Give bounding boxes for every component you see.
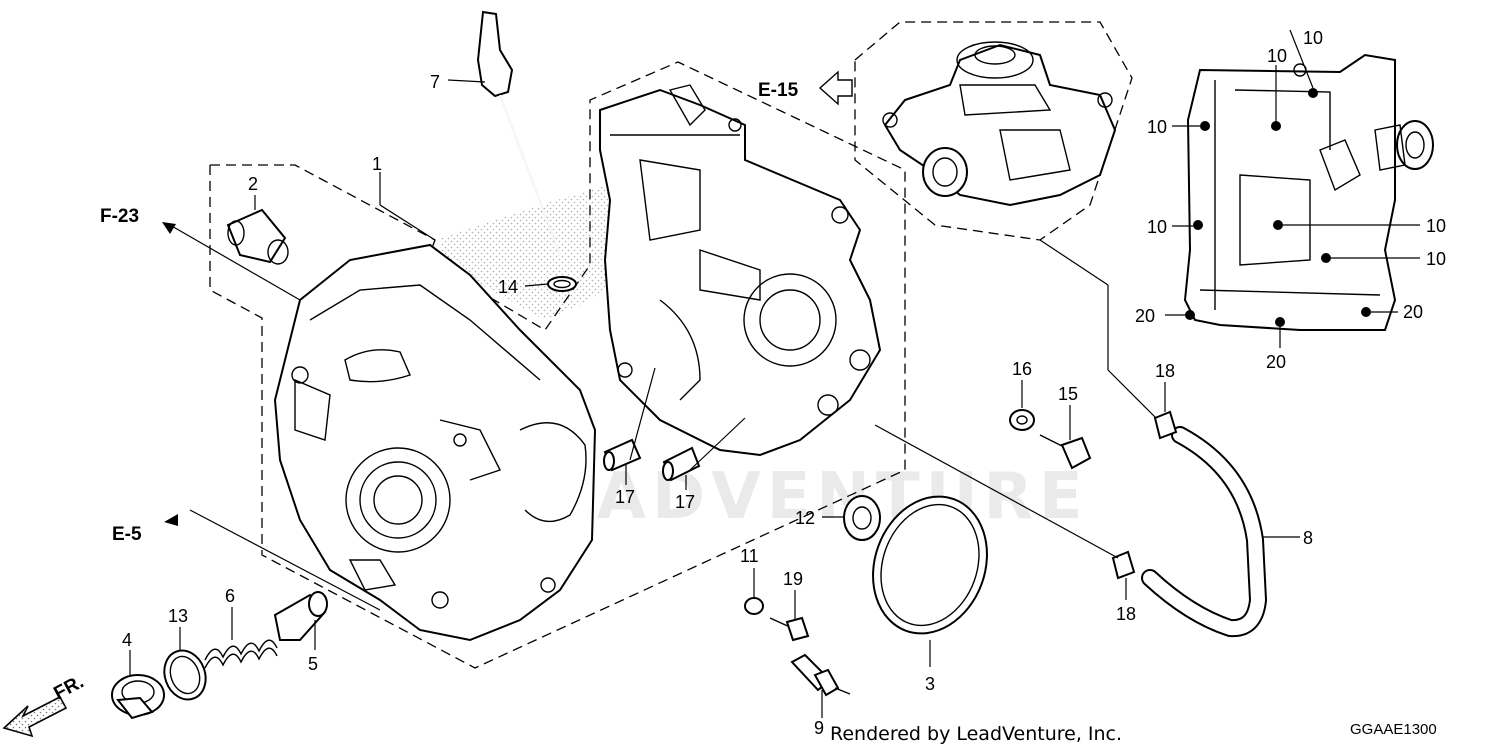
diagram-code: GGAAE1300 bbox=[1350, 721, 1437, 738]
shaded-region bbox=[440, 170, 660, 320]
callout-18-a: 18 bbox=[1155, 361, 1175, 381]
front-direction-arrow-icon bbox=[2, 695, 68, 738]
bolt-location-dots bbox=[1185, 88, 1371, 327]
callouts: 1 2 3 4 5 6 7 8 9 10 10 10 10 10 10 11 1… bbox=[122, 28, 1446, 738]
callout-11: 11 bbox=[740, 546, 759, 566]
callout-12: 12 bbox=[795, 508, 815, 528]
callout-20-c: 20 bbox=[1266, 352, 1286, 372]
callout-8: 8 bbox=[1303, 528, 1313, 548]
callout-20-b: 20 bbox=[1403, 302, 1423, 322]
part-2-sensor bbox=[226, 208, 289, 265]
part-7-dipstick bbox=[476, 10, 561, 256]
callout-6: 6 bbox=[225, 586, 235, 606]
callout-9: 9 bbox=[814, 718, 824, 738]
callout-14: 14 bbox=[498, 277, 518, 297]
callout-17-a: 17 bbox=[615, 487, 635, 507]
rendered-by-credit: Rendered by LeadVenture, Inc. bbox=[830, 723, 1122, 745]
part-11-washer bbox=[744, 597, 764, 615]
callout-10-d: 10 bbox=[1147, 217, 1167, 237]
part-17-dowel-pins bbox=[603, 438, 701, 482]
callout-10-a: 10 bbox=[1303, 28, 1323, 48]
part-5-strainer bbox=[273, 591, 328, 641]
part-18-hose-clips bbox=[1111, 410, 1178, 580]
callout-4: 4 bbox=[122, 630, 132, 650]
cylinder-head bbox=[1183, 53, 1434, 331]
f23-arrowhead bbox=[162, 222, 176, 234]
part-15-bolt bbox=[1039, 434, 1092, 470]
part-6-spring bbox=[204, 639, 278, 669]
part-8-hose bbox=[1141, 426, 1268, 638]
callout-19: 19 bbox=[783, 569, 803, 589]
part-16-washer bbox=[1009, 409, 1035, 431]
leader-lines bbox=[129, 29, 1420, 718]
callout-5: 5 bbox=[308, 654, 318, 674]
carburetor bbox=[882, 41, 1117, 207]
callout-10-b: 10 bbox=[1267, 46, 1287, 66]
callout-2: 2 bbox=[248, 174, 258, 194]
callout-13: 13 bbox=[168, 606, 188, 626]
crankcase-left-half bbox=[273, 243, 597, 642]
part-3-gasket bbox=[872, 495, 988, 635]
callout-1: 1 bbox=[372, 154, 382, 174]
reference-e5[interactable]: E-5 bbox=[112, 524, 142, 545]
e15-arrow-icon bbox=[818, 70, 853, 106]
part-4-drain-plug bbox=[111, 674, 165, 720]
callout-7: 7 bbox=[430, 72, 440, 92]
part-12-bearing bbox=[843, 495, 881, 541]
reference-f23[interactable]: F-23 bbox=[100, 206, 139, 227]
callout-10-e: 10 bbox=[1426, 216, 1446, 236]
callout-10-f: 10 bbox=[1426, 249, 1446, 269]
reference-e15[interactable]: E-15 bbox=[758, 80, 799, 101]
e5-arrowhead bbox=[164, 514, 178, 526]
callout-17-b: 17 bbox=[675, 492, 695, 512]
callout-10-c: 10 bbox=[1147, 117, 1167, 137]
crankcase-right-half bbox=[599, 84, 882, 457]
callout-16: 16 bbox=[1012, 359, 1032, 379]
callout-15: 15 bbox=[1058, 384, 1078, 404]
callout-20-a: 20 bbox=[1135, 306, 1155, 326]
callout-18-b: 18 bbox=[1116, 604, 1136, 624]
callout-3: 3 bbox=[925, 674, 935, 694]
part-14-o-ring bbox=[547, 276, 577, 292]
part-19-screw bbox=[769, 616, 810, 642]
part-9-sensor bbox=[790, 653, 851, 697]
part-13-o-ring bbox=[163, 649, 207, 701]
